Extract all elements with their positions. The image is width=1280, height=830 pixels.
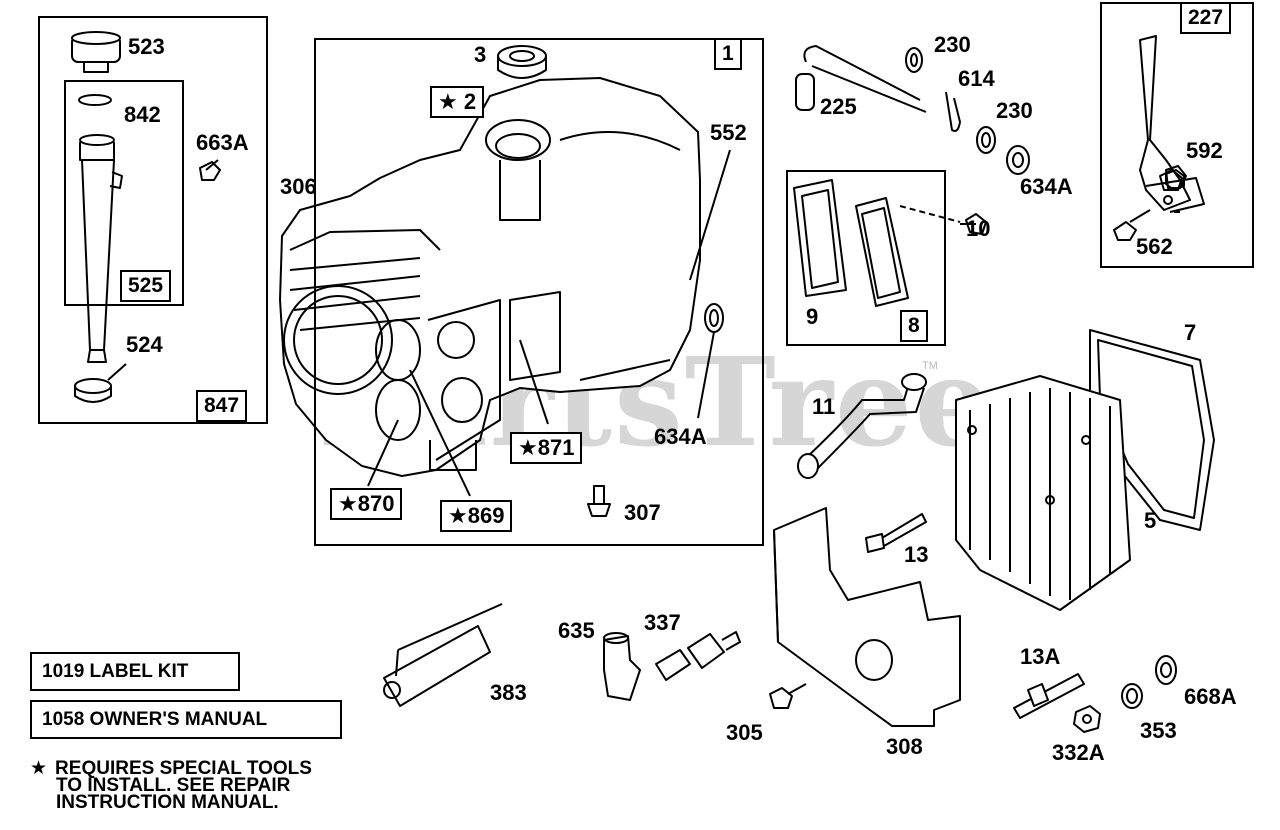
dipstick-subgroup-box — [64, 80, 184, 306]
group-id-1: 1 — [714, 38, 742, 70]
part-label-9: 9 — [806, 304, 819, 329]
watermark-trademark: TM — [922, 360, 938, 372]
part-label-634a: 634A — [654, 424, 707, 449]
spark-plug-wrench-part — [383, 603, 503, 707]
group-id-227: 227 — [1180, 2, 1232, 34]
part-label-842: 842 — [124, 102, 161, 127]
breather-tube-part — [797, 373, 927, 479]
part-label-2: ★ 2 — [430, 86, 485, 118]
cylinder-shroud-part — [773, 507, 961, 727]
part-label-562: 562 — [1136, 234, 1173, 259]
breather-group-box — [786, 170, 946, 346]
group-id-8: 8 — [900, 310, 928, 342]
part-label-307: 307 — [624, 500, 661, 525]
part-label-871: ★871 — [510, 432, 583, 464]
part-label-10: 10 — [966, 216, 991, 241]
special-tools-footnote: ★REQUIRES SPECIAL TOOLS TO INSTALL. SEE … — [30, 758, 312, 813]
part-label-523: 523 — [128, 34, 165, 59]
part-label-524: 524 — [126, 332, 163, 357]
part-label-634a-right: 634A — [1020, 174, 1073, 199]
cylinder-block-part — [279, 77, 701, 477]
spark-plug-part — [655, 631, 741, 681]
part-label-230-top: 230 — [934, 32, 971, 57]
part-label-225: 225 — [820, 94, 857, 119]
part-label-614: 614 — [958, 66, 995, 91]
part-label-635: 635 — [558, 618, 595, 643]
part-label-552: 552 — [710, 120, 747, 145]
special-tool-star-icon: ★ — [448, 503, 468, 528]
dipstick-cap-part — [71, 31, 121, 73]
part-label-308: 308 — [886, 734, 923, 759]
special-tool-star-icon: ★ — [438, 89, 458, 114]
part-label-663a: 663A — [196, 130, 249, 155]
part-label-13a: 13A — [1020, 644, 1061, 669]
special-tool-star-icon: ★ — [30, 758, 48, 779]
part-label-7: 7 — [1184, 320, 1197, 345]
cylinder-group-box — [314, 38, 764, 546]
part-label-353: 353 — [1140, 718, 1177, 743]
part-label-3: 3 — [474, 42, 487, 67]
governor-group-box — [1100, 2, 1254, 268]
part-label-13: 13 — [904, 542, 929, 567]
part-label-11: 11 — [812, 394, 836, 419]
special-tool-star-icon: ★ — [338, 491, 358, 516]
oil-fill-group-box — [38, 16, 268, 424]
cylinder-head-part — [955, 375, 1131, 611]
screw-663a-part — [199, 159, 221, 181]
part-label-592: 592 — [1186, 138, 1223, 163]
part-label-306: 306 — [280, 174, 317, 199]
screw-307-part — [587, 485, 611, 517]
part-label-305: 305 — [726, 720, 763, 745]
part-label-332a: 332A — [1052, 740, 1105, 765]
stud-13a-part — [1013, 673, 1085, 719]
part-label-337: 337 — [644, 610, 681, 635]
spark-plug-boot-part — [603, 632, 641, 701]
group-id-525: 525 — [120, 270, 172, 302]
owners-manual-box: 1058 OWNER'S MANUAL — [30, 700, 342, 739]
part-label-230-mid: 230 — [996, 98, 1033, 123]
governor-link-part — [795, 45, 927, 113]
o-ring-part — [78, 94, 112, 106]
cylinder-plug-part — [497, 45, 547, 79]
part-label-870: ★870 — [330, 488, 403, 520]
group-id-847: 847 — [196, 390, 248, 422]
part-label-668a: 668A — [1184, 684, 1237, 709]
label-kit-box: 1019 LABEL KIT — [30, 652, 240, 691]
dipstick-tube-part — [79, 134, 123, 363]
dipstick-seal-part — [74, 363, 127, 403]
governor-lever-part — [1139, 35, 1205, 213]
bolt-13-part — [865, 513, 927, 553]
part-label-5: 5 — [1144, 508, 1157, 533]
part-label-869: ★869 — [440, 500, 513, 532]
special-tool-star-icon: ★ — [518, 435, 538, 460]
screw-10-part — [960, 213, 987, 235]
part-label-383: 383 — [490, 680, 527, 705]
